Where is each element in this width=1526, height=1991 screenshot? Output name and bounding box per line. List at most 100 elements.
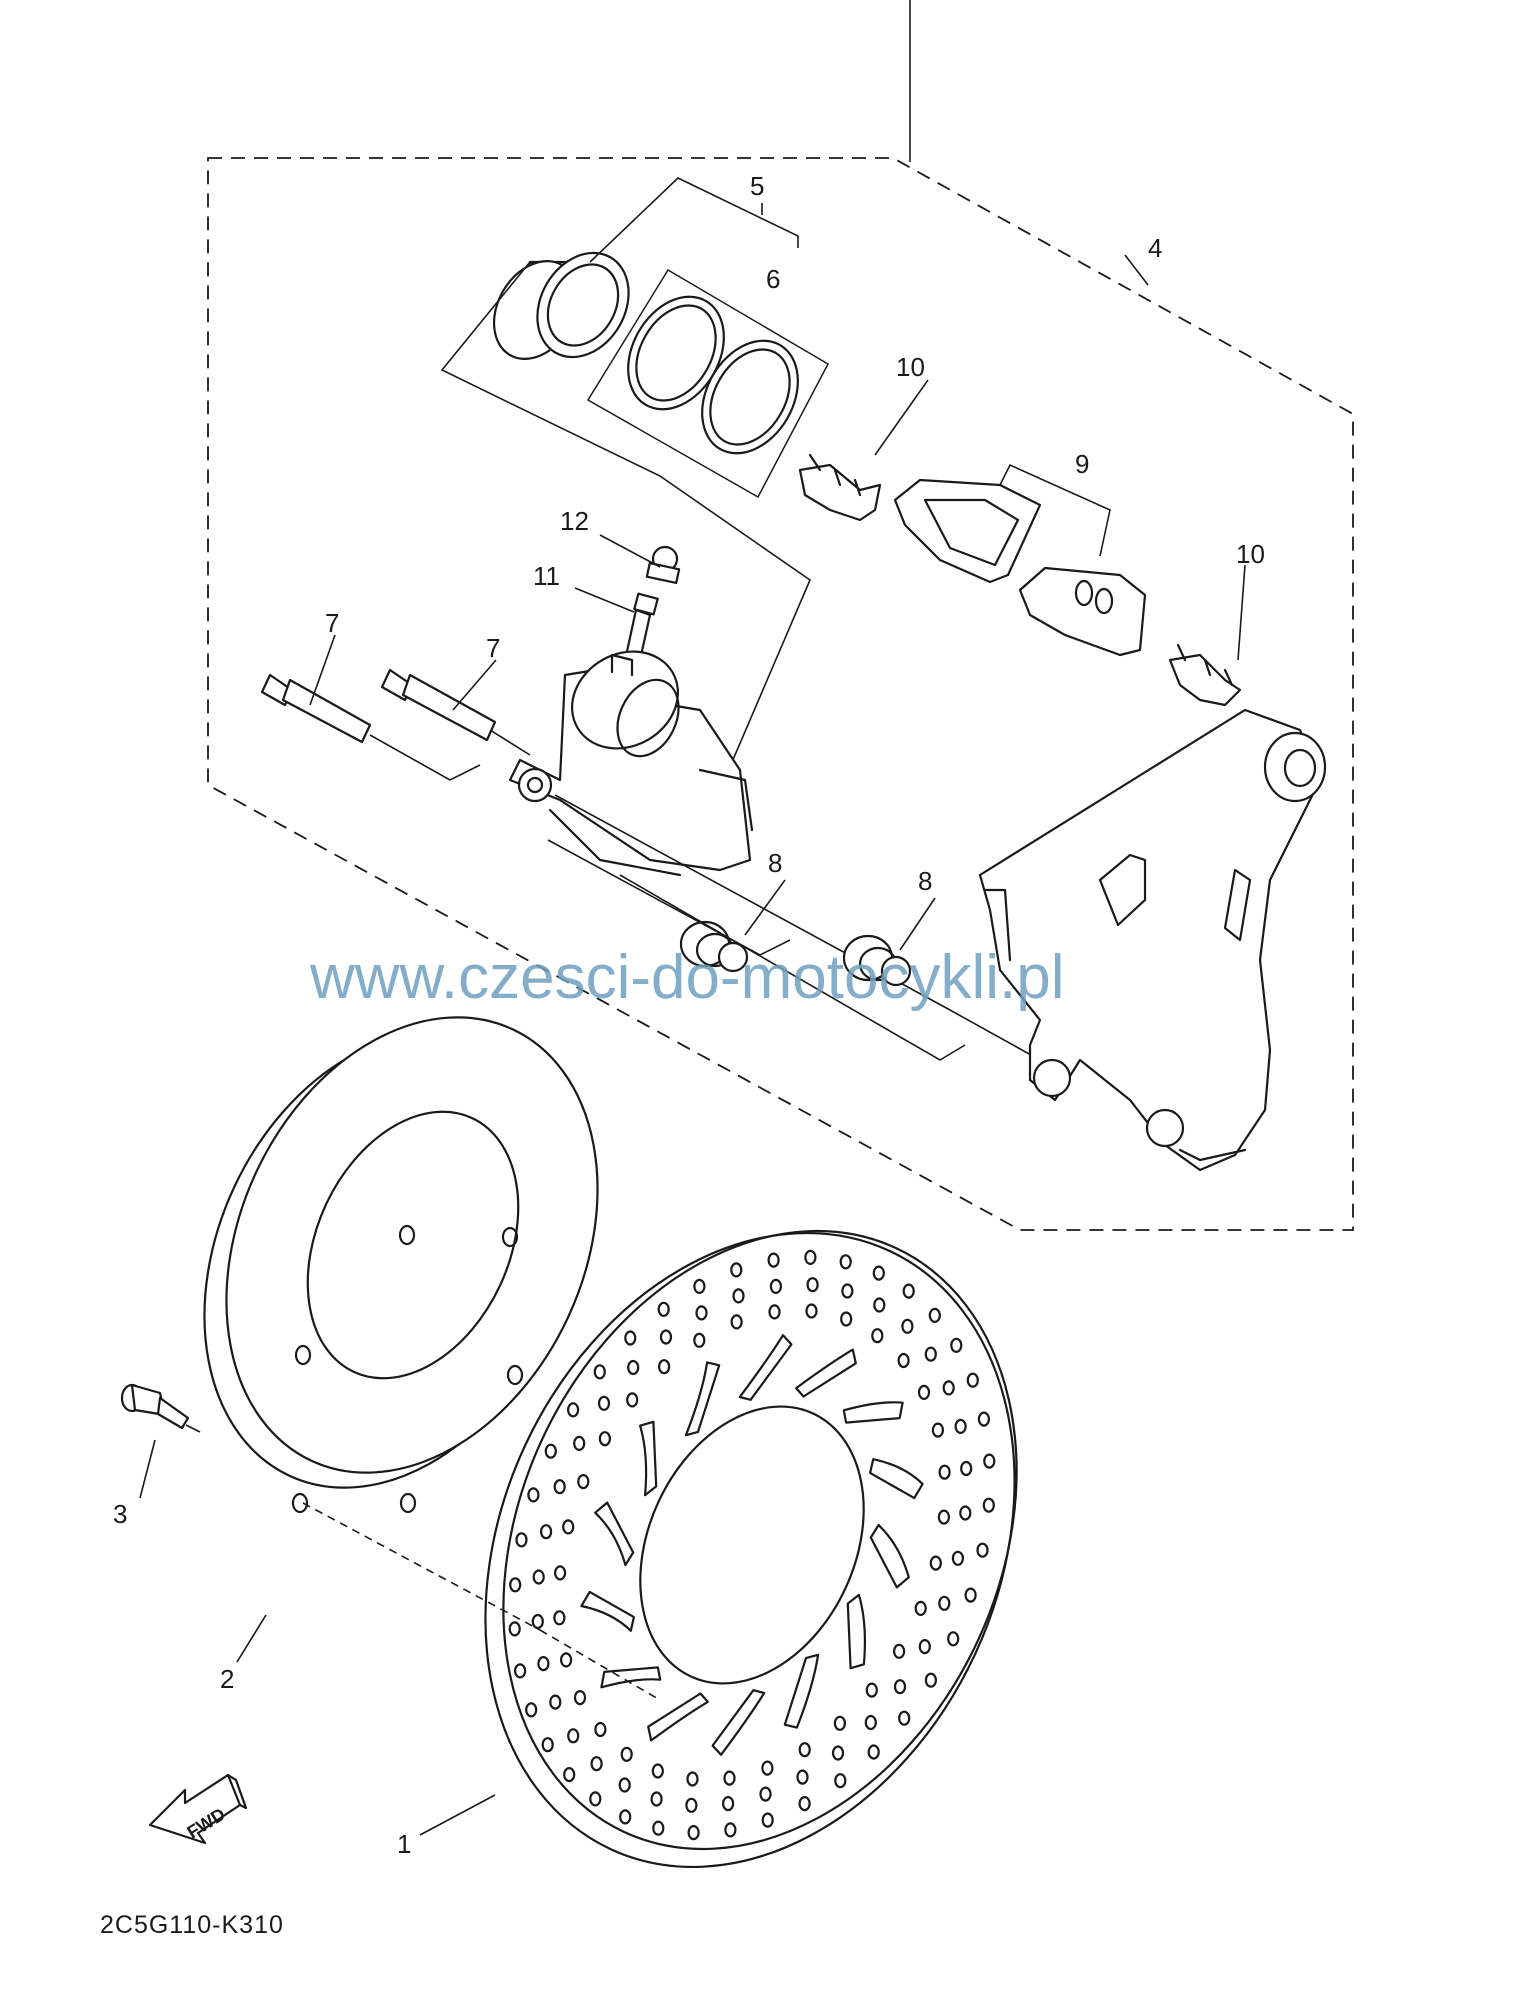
disc-slot	[594, 1501, 635, 1567]
disc-hole	[959, 1505, 972, 1521]
disc-hole	[525, 1702, 538, 1718]
disc-hole	[871, 1328, 884, 1344]
disc-hole	[767, 1252, 780, 1268]
fwd-arrow-icon: FWD	[148, 1773, 248, 1845]
callout-3: 3	[113, 1499, 127, 1529]
disc-hole	[509, 1577, 522, 1593]
disc-hole	[593, 1364, 606, 1380]
disc-hole	[918, 1638, 931, 1655]
disc-hole	[695, 1305, 708, 1321]
brake-disc-part	[484, 1229, 1018, 1869]
disc-hole	[730, 1262, 743, 1278]
disc-hole	[902, 1283, 915, 1299]
disc-hole	[798, 1795, 811, 1812]
callout-8-right: 8	[918, 866, 932, 896]
disc-hole	[960, 1460, 973, 1477]
slide-pin-part	[260, 668, 497, 744]
disc-hole	[983, 1453, 996, 1469]
disc-hole	[627, 1359, 640, 1376]
disc-hole	[651, 1763, 664, 1779]
callout-2: 2	[220, 1664, 234, 1694]
disc-hole	[657, 1301, 670, 1317]
disc-hole	[924, 1672, 938, 1688]
disc-hole	[901, 1318, 914, 1334]
disc-hole	[864, 1714, 877, 1731]
disc-hole	[938, 1464, 951, 1480]
disc-slot	[869, 1523, 910, 1589]
disc-hole	[865, 1682, 878, 1698]
disc-hole	[914, 1600, 927, 1617]
piston-seal-part	[627, 295, 799, 455]
caliper-body-part	[508, 650, 754, 877]
disc-hole	[867, 1744, 880, 1760]
brake-pad-part	[893, 478, 1147, 657]
disc-hole	[539, 1524, 553, 1540]
callout-11: 11	[533, 561, 560, 591]
callout-12: 12	[560, 506, 589, 536]
disc-hole	[544, 1443, 557, 1459]
disc-hole	[947, 1631, 960, 1647]
disc-hole	[950, 1337, 963, 1353]
callout-4: 4	[1148, 233, 1162, 263]
disc-hole	[804, 1249, 817, 1266]
disc-hole	[928, 1307, 941, 1324]
disc-hole	[805, 1303, 818, 1319]
disc-hole	[693, 1278, 706, 1295]
disc-hole	[954, 1418, 967, 1435]
diagram-code: 2C5G110-K310	[100, 1911, 284, 1939]
disc-slot	[846, 1593, 866, 1670]
disc-hole	[532, 1569, 545, 1585]
disc-hole	[723, 1770, 736, 1786]
disc-holes	[508, 1249, 996, 1841]
disc-hole	[620, 1746, 633, 1762]
disc-hole	[893, 1679, 907, 1695]
disc-slot	[647, 1692, 709, 1742]
disc-hole	[508, 1621, 521, 1637]
pad-spring-part	[798, 453, 1242, 707]
disc-slot	[795, 1348, 857, 1398]
disc-hole	[618, 1777, 631, 1793]
disc-hole	[759, 1786, 772, 1802]
disc-hole	[798, 1742, 811, 1758]
callout-5: 5	[750, 171, 764, 201]
callout-8-left: 8	[768, 848, 782, 878]
disc-hole	[626, 1392, 639, 1408]
disc-slot	[580, 1590, 635, 1632]
disc-slots	[580, 1334, 924, 1756]
disc-hole	[594, 1721, 607, 1738]
disc-hole	[685, 1797, 698, 1813]
disc-hole	[929, 1555, 942, 1571]
disc-hole	[513, 1663, 527, 1679]
disc-slot	[639, 1420, 658, 1497]
disc-hole	[589, 1791, 602, 1807]
disc-hole	[559, 1652, 573, 1668]
disc-hole	[590, 1756, 603, 1772]
disc-hole	[624, 1330, 637, 1346]
disc-hole	[924, 1346, 937, 1362]
disc-hole	[537, 1655, 550, 1672]
disc-hole	[761, 1812, 774, 1828]
disc-hole	[873, 1297, 886, 1313]
boot-part	[679, 920, 912, 987]
disc-hole	[898, 1710, 911, 1726]
disc-bolt-part	[120, 1383, 190, 1430]
disc-hole	[982, 1497, 995, 1513]
disc-hole	[872, 1265, 885, 1281]
seal-group-outline	[586, 268, 829, 499]
disc-hole	[897, 1352, 910, 1369]
disc-hole	[768, 1304, 781, 1320]
disc-hole	[977, 1411, 991, 1427]
disc-hole	[892, 1643, 906, 1659]
disc-hole	[730, 1314, 743, 1330]
disc-hole	[806, 1277, 819, 1293]
disc-hole	[724, 1822, 737, 1838]
disc-hole	[964, 1587, 977, 1603]
disc-hole	[833, 1715, 847, 1731]
disc-hole	[598, 1431, 612, 1447]
disc-hole	[577, 1473, 590, 1490]
disc-slot	[842, 1401, 904, 1424]
callout-1: 1	[397, 1829, 411, 1859]
disc-hole	[721, 1795, 735, 1812]
disc-slot	[869, 1458, 924, 1500]
disc-hole	[841, 1283, 854, 1299]
